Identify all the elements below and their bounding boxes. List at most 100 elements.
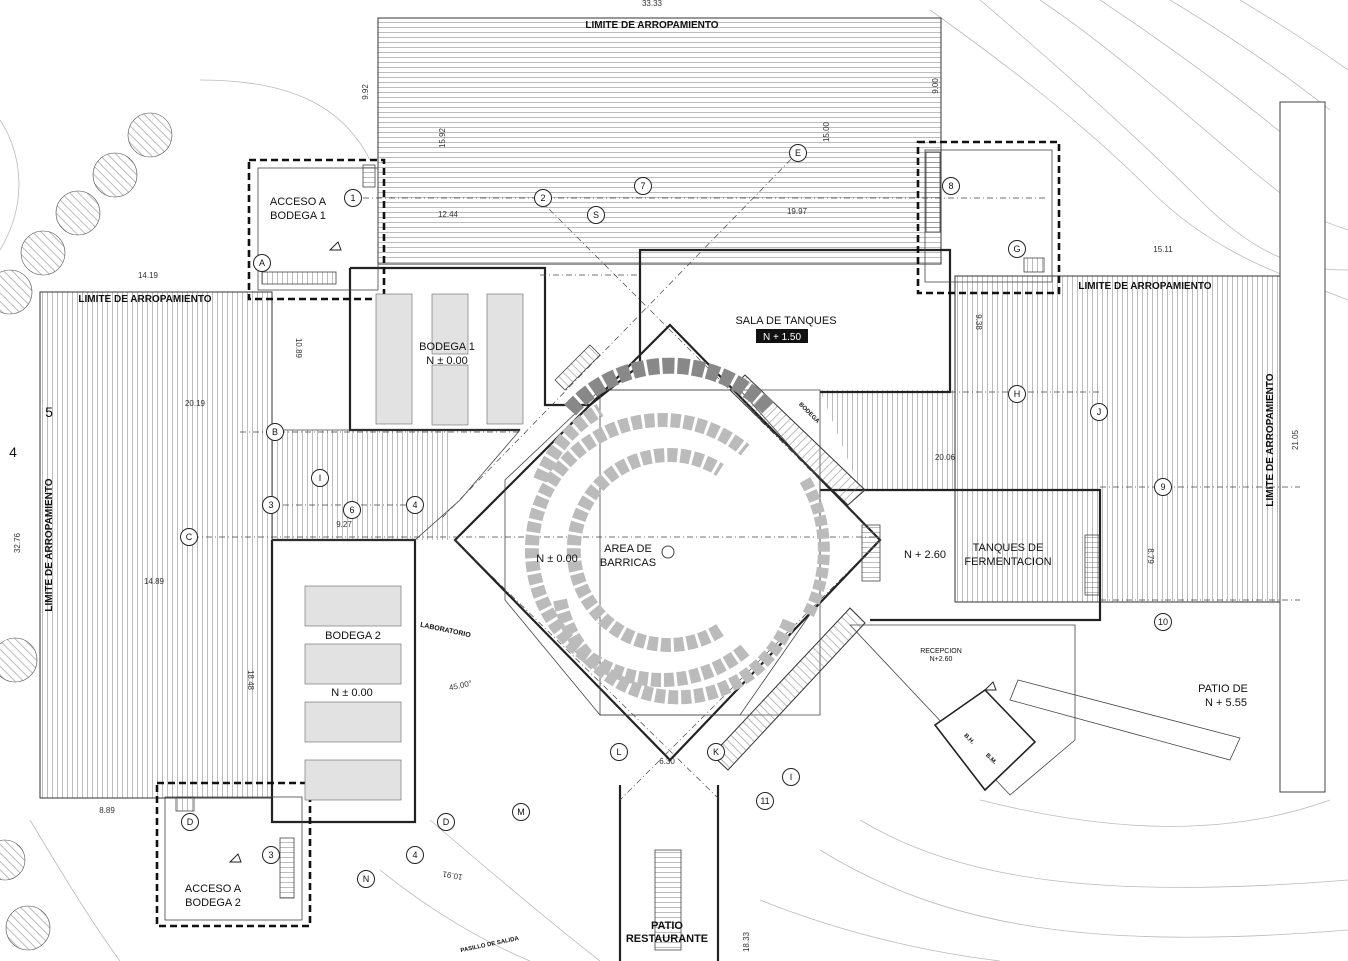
access-highlight-boxes <box>155 140 1061 928</box>
limit-label-left-h: LIMITE DE ARROPAMIENTO <box>78 294 211 305</box>
grid-bubble-circle <box>343 501 361 519</box>
grid-bubble-circle <box>942 177 960 195</box>
grid-bubble-circle <box>1008 240 1026 258</box>
room-barricas-level: N ± 0.00 <box>536 553 578 565</box>
grid-bubble-label: D <box>443 817 450 827</box>
room-bodega1: BODEGA 1 <box>419 341 475 353</box>
grid-bubble-label: S <box>593 210 599 220</box>
dim-top: 33.33 <box>642 0 663 8</box>
room-tanques-line2: FERMENTACION <box>964 556 1051 568</box>
grid-bubble-label: I <box>790 772 793 782</box>
room-patio-line2: N + 5.55 <box>1205 697 1247 709</box>
grid-bubble-label: J <box>1097 407 1102 417</box>
grid-bubble-label: D <box>187 817 194 827</box>
dim-1089: 10.89 <box>294 338 303 359</box>
grid-bubble-circle <box>311 469 329 487</box>
grid-bubble-gd2: D <box>437 813 455 831</box>
grid-bubble-label: A <box>259 258 265 268</box>
room-recepcion-line2: N+2.60 <box>930 656 953 663</box>
limit-label-right-v: LIMITE DE ARROPAMIENTO <box>1265 373 1276 506</box>
room-bodega2: BODEGA 2 <box>325 630 381 642</box>
grid-bubble-circle <box>1154 613 1172 631</box>
dim-2019: 20.19 <box>185 399 206 408</box>
grid-bubble-gm: M <box>512 803 530 821</box>
grid-bubble-circle <box>262 496 280 514</box>
dim-938: 9.38 <box>974 314 983 330</box>
grid-bubble-gi2: I <box>782 768 800 786</box>
grid-bubble-label: 3 <box>268 850 273 860</box>
grid-bubble-label: M <box>517 807 525 817</box>
sala-level-badge <box>756 329 808 343</box>
grid-bubble-gb: B <box>266 423 284 441</box>
dim-2006: 20.06 <box>935 453 956 462</box>
room-recepcion-line1: RECEPCION <box>920 648 962 655</box>
grid-bubble-gh: H <box>1008 385 1026 403</box>
grid-bubble-label: 9 <box>1160 482 1165 492</box>
grid-bubble-circle <box>253 254 271 272</box>
room-patio-restaurante-line2: RESTAURANTE <box>626 933 708 945</box>
storage-racks <box>304 293 524 801</box>
grid-bubble-g4: 4 <box>406 496 424 514</box>
grid-bubble-circle <box>266 423 284 441</box>
grid-bubble-label: H <box>1014 389 1021 399</box>
grid-bubble-g3b: 3 <box>262 846 280 864</box>
limit-label-left-v: LIMITE DE ARROPAMIENTO <box>44 478 55 611</box>
side-marker-5: 5 <box>45 404 53 420</box>
grid-bubble-circle <box>707 743 725 761</box>
grid-bubble-circle <box>587 206 605 224</box>
grid-bubble-label: E <box>795 148 801 158</box>
dim-1091: 10.91 <box>441 869 463 881</box>
dim-1419: 14.19 <box>138 271 159 280</box>
grid-bubble-label: 8 <box>948 181 953 191</box>
grid-bubble-label: K <box>713 747 719 757</box>
dim-2105: 21.05 <box>1291 429 1300 450</box>
grid-bubble-label: 10 <box>1158 617 1168 627</box>
restrooms <box>933 688 1037 792</box>
dim-630: 6.30 <box>659 757 675 766</box>
room-sala-level: N + 1.50 <box>763 332 802 343</box>
grid-bubble-g2: 2 <box>534 189 552 207</box>
grid-bubble-circle <box>406 496 424 514</box>
room-barricas-line2: BARRICAS <box>600 557 656 569</box>
grid-bubble-g9: 9 <box>1154 478 1172 496</box>
dim-889: 8.89 <box>99 806 115 815</box>
room-acceso2-line1: ACCESO A <box>185 883 242 895</box>
dim-1500: 15.00 <box>822 121 831 142</box>
dim-1489: 14.89 <box>144 577 165 586</box>
room-bodega1-level: N ± 0.00 <box>426 355 468 367</box>
dim-879: 8.79 <box>1146 548 1155 564</box>
room-acceso1-line2: BODEGA 1 <box>270 210 326 222</box>
grid-bubble-circle <box>512 803 530 821</box>
grid-bubble-circle <box>437 813 455 831</box>
grid-bubble-g1: 1 <box>344 189 362 207</box>
grid-bubble-g11: 11 <box>756 792 774 810</box>
dim-1833: 18.33 <box>742 931 751 952</box>
grid-bubble-gd: D <box>181 813 199 831</box>
grid-bubble-gj: J <box>1090 403 1108 421</box>
grid-bubble-g3: 3 <box>262 496 280 514</box>
grid-bubble-gk: K <box>707 743 725 761</box>
dim-1592: 15.92 <box>438 127 447 148</box>
room-bodega2-level: N ± 0.00 <box>331 687 373 699</box>
grid-bubble-gl: L <box>610 743 628 761</box>
grid-bubble-circle <box>756 792 774 810</box>
grid-bubble-ge: E <box>789 144 807 162</box>
grid-bubble-circle <box>610 743 628 761</box>
room-sala-tanques: SALA DE TANQUES <box>735 315 836 327</box>
grid-bubble-g6: 6 <box>343 501 361 519</box>
dim-900: 9.00 <box>931 78 940 94</box>
grid-bubble-label: N <box>363 874 370 884</box>
grid-bubble-gi: I <box>311 469 329 487</box>
room-tanques-level: N + 2.60 <box>904 549 946 561</box>
grid-bubble-circle <box>782 768 800 786</box>
grid-bubble-label: G <box>1013 244 1020 254</box>
grid-bubble-circle <box>262 846 280 864</box>
grid-bubble-label: 4 <box>412 850 417 860</box>
grid-bubble-label: 4 <box>412 500 417 510</box>
grid-bubble-label: 3 <box>268 500 273 510</box>
grid-bubble-circle <box>789 144 807 162</box>
stairs <box>175 151 1100 951</box>
